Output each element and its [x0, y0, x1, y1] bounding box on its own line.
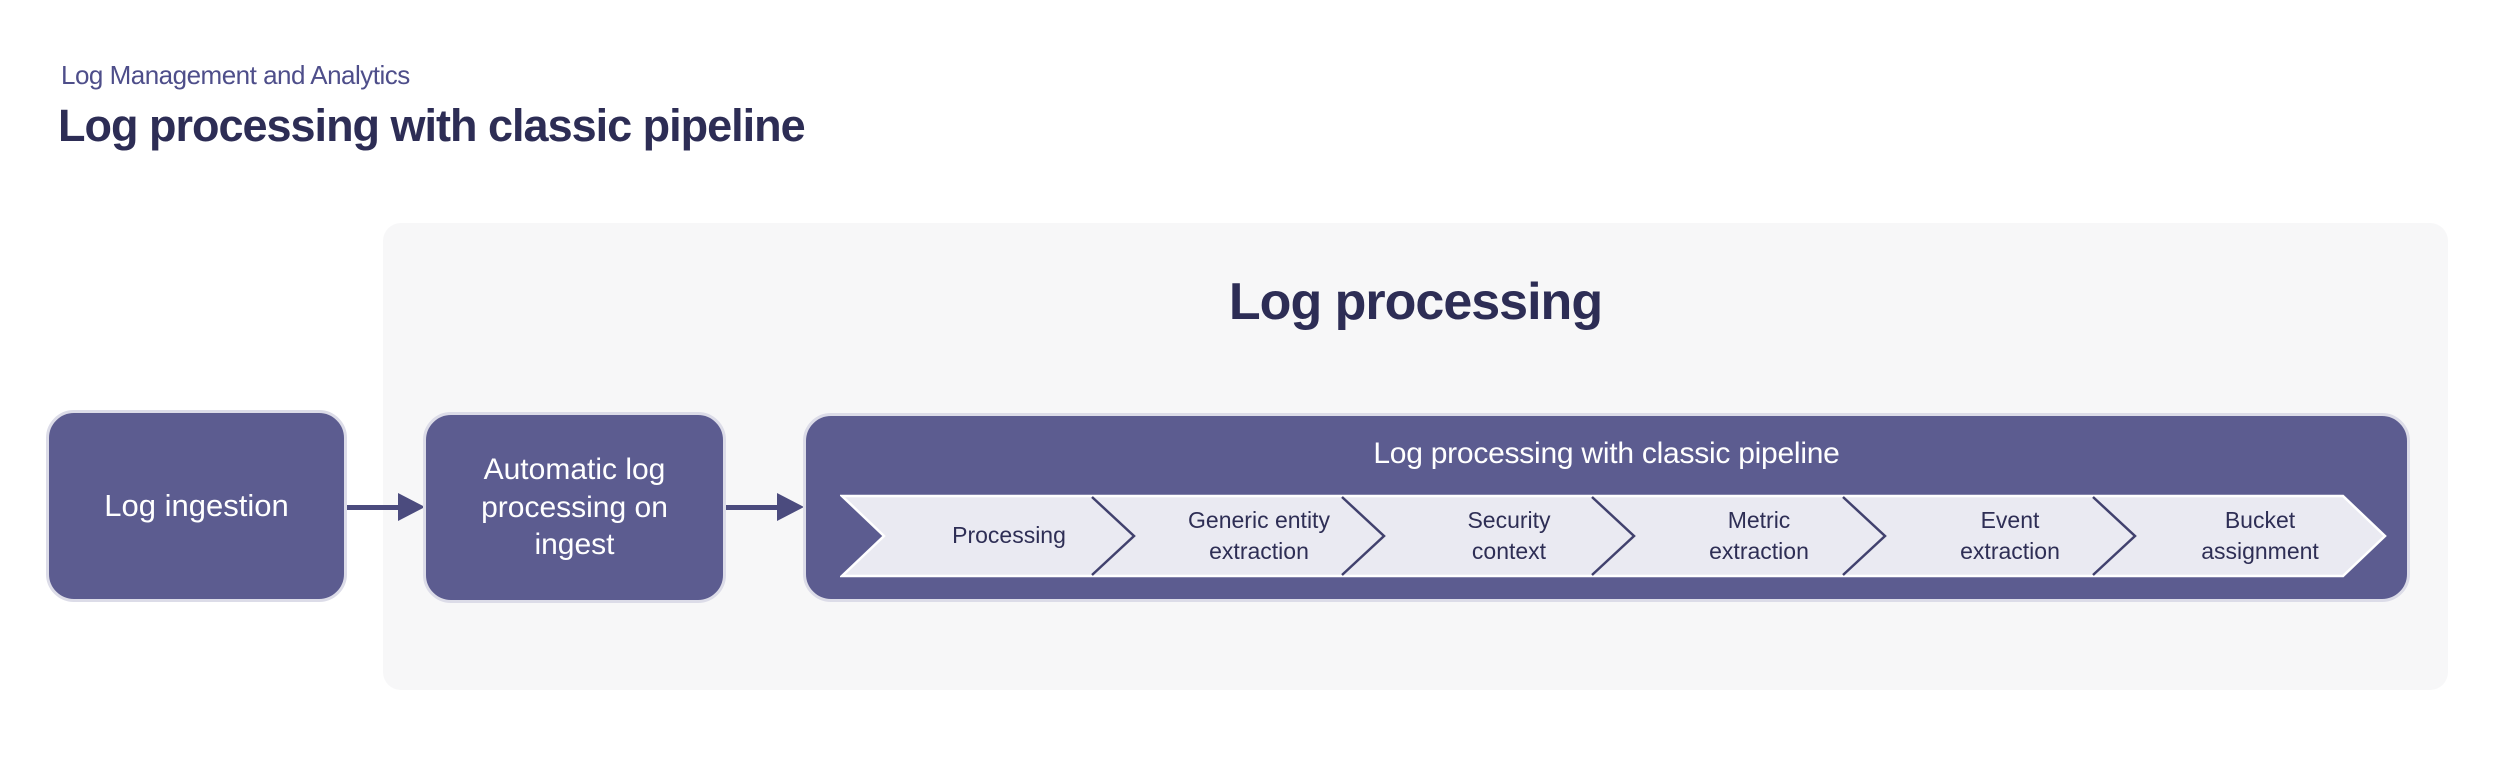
stage-metric-extraction: Metric extraction — [1709, 506, 1809, 564]
panel-title: Log processing — [1228, 273, 1603, 331]
page-title: Log processing with classic pipeline — [58, 100, 806, 151]
pipeline-title: Log processing with classic pipeline — [1373, 437, 1840, 470]
stage-band-ribbon — [840, 494, 2387, 578]
stage-separator-2 — [1341, 496, 1386, 576]
node-log-ingestion: Log ingestion — [46, 410, 347, 602]
flow-arrow-2-head — [777, 493, 804, 521]
flow-arrow-1-head — [398, 493, 425, 521]
stage-processing: Processing — [952, 522, 1066, 549]
stage-separator-3 — [1591, 496, 1636, 576]
flow-arrow-2-line — [726, 505, 780, 510]
eyebrow-label: Log Management and Analytics — [61, 60, 410, 90]
node-automatic-log-processing: Automatic log processing on ingest — [423, 412, 726, 603]
stage-event-extraction: Event extraction — [1960, 506, 2060, 564]
stage-separator-1 — [1091, 496, 1136, 576]
flow-arrow-1-line — [347, 505, 401, 510]
node-log-ingestion-label: Log ingestion — [104, 487, 289, 523]
stage-security-context: Security context — [1467, 506, 1551, 564]
stage-separator-4 — [1842, 496, 1887, 576]
pipeline-stage-band: Processing Generic entity extraction Sec… — [840, 494, 2388, 578]
stage-bucket-assignment: Bucket assignment — [2201, 506, 2319, 564]
node-automatic-log-processing-label: Automatic log processing on ingest — [481, 453, 668, 562]
stage-generic-entity-extraction: Generic entity extraction — [1188, 506, 1330, 564]
stage-band-shape — [840, 494, 2387, 578]
stage-separator-5 — [2092, 496, 2137, 576]
